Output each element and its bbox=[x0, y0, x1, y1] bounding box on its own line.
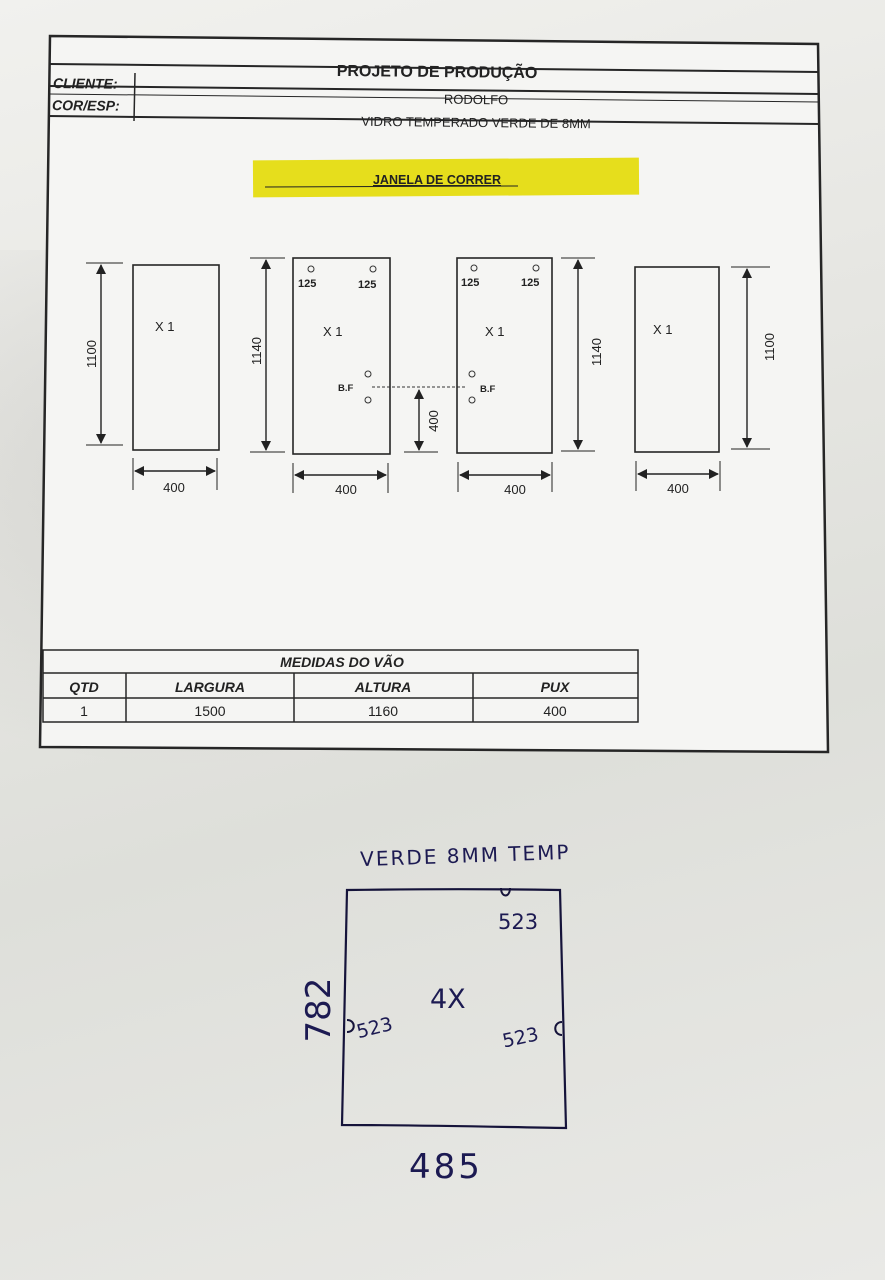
panel-3-hole-left: 125 bbox=[461, 277, 479, 289]
glass-panel-2: 125 125 X 1 B.F 1140 400 bbox=[249, 257, 391, 497]
panel-2-hole-right: 125 bbox=[358, 279, 376, 291]
glass-panel-4: X 1 1100 400 bbox=[634, 266, 777, 496]
panel-3-height: 1140 bbox=[589, 338, 604, 366]
banner-label: JANELA DE CORRER bbox=[373, 173, 501, 187]
panel-4-qty: X 1 bbox=[653, 322, 673, 337]
panel-1-qty: X 1 bbox=[155, 319, 175, 334]
panel-4-width: 400 bbox=[667, 481, 689, 496]
table-cell-altura: 1160 bbox=[368, 703, 398, 719]
handwritten-left-hole: 523 bbox=[354, 1013, 395, 1043]
panel-2-lock-label: B.F bbox=[338, 383, 354, 394]
panel-1-height: 1100 bbox=[84, 340, 99, 368]
lock-dimension: 400 bbox=[372, 386, 466, 453]
cliente-value: RODOLFO bbox=[444, 92, 508, 108]
glass-panel-3: 125 125 X 1 B.F 1140 400 bbox=[456, 257, 604, 497]
header-grid bbox=[47, 63, 820, 125]
glass-panel-1: X 1 1100 400 bbox=[84, 262, 220, 495]
panel-2-width: 400 bbox=[335, 482, 357, 497]
handwritten-width: 485 bbox=[409, 1147, 483, 1187]
handwritten-note: VERDE 8MM TEMP bbox=[360, 840, 571, 871]
panel-3-lock-label: B.F bbox=[480, 384, 496, 395]
banner-highlight bbox=[252, 157, 640, 198]
panel-2-height: 1140 bbox=[249, 337, 264, 365]
table-header-altura: ALTURA bbox=[354, 679, 412, 695]
cor-label: COR/ESP: bbox=[52, 97, 120, 114]
table-header-pux: PUX bbox=[541, 679, 571, 695]
table-cell-pux: 400 bbox=[543, 703, 567, 719]
panel-3-hole-right: 125 bbox=[521, 277, 539, 289]
panel-1-width: 400 bbox=[163, 480, 185, 495]
panel-3-qty: X 1 bbox=[485, 324, 505, 339]
lock-height: 400 bbox=[426, 410, 441, 432]
panel-3-width: 400 bbox=[504, 482, 526, 497]
table-header-largura: LARGURA bbox=[175, 679, 245, 695]
cliente-label: CLIENTE: bbox=[53, 75, 118, 92]
table-cell-largura: 1500 bbox=[194, 703, 225, 719]
table-title: MEDIDAS DO VÃO bbox=[280, 653, 404, 670]
handwritten-top-hole: 523 bbox=[498, 910, 538, 934]
banner-underline bbox=[264, 185, 519, 188]
sheet-frame bbox=[38, 34, 830, 754]
measurements-table bbox=[42, 649, 639, 723]
handwritten-right-hole: 523 bbox=[501, 1023, 541, 1052]
cor-value: VIDRO TEMPERADO VERDE DE 8MM bbox=[361, 114, 591, 131]
panel-2-hole-left: 125 bbox=[298, 278, 316, 290]
handwritten-quantity: 4X bbox=[430, 984, 466, 1015]
panel-4-height: 1100 bbox=[762, 333, 777, 361]
handwritten-sketch: VERDE 8MM TEMP 523 523 523 4X 782 485 bbox=[299, 840, 571, 1187]
table-header-qtd: QTD bbox=[69, 679, 99, 695]
table-cell-qtd: 1 bbox=[80, 703, 88, 719]
sheet-title: PROJETO DE PRODUÇÃO bbox=[337, 60, 538, 82]
handwritten-glass-square bbox=[340, 888, 568, 1130]
handwritten-height: 782 bbox=[299, 978, 339, 1043]
panel-2-qty: X 1 bbox=[323, 324, 343, 339]
